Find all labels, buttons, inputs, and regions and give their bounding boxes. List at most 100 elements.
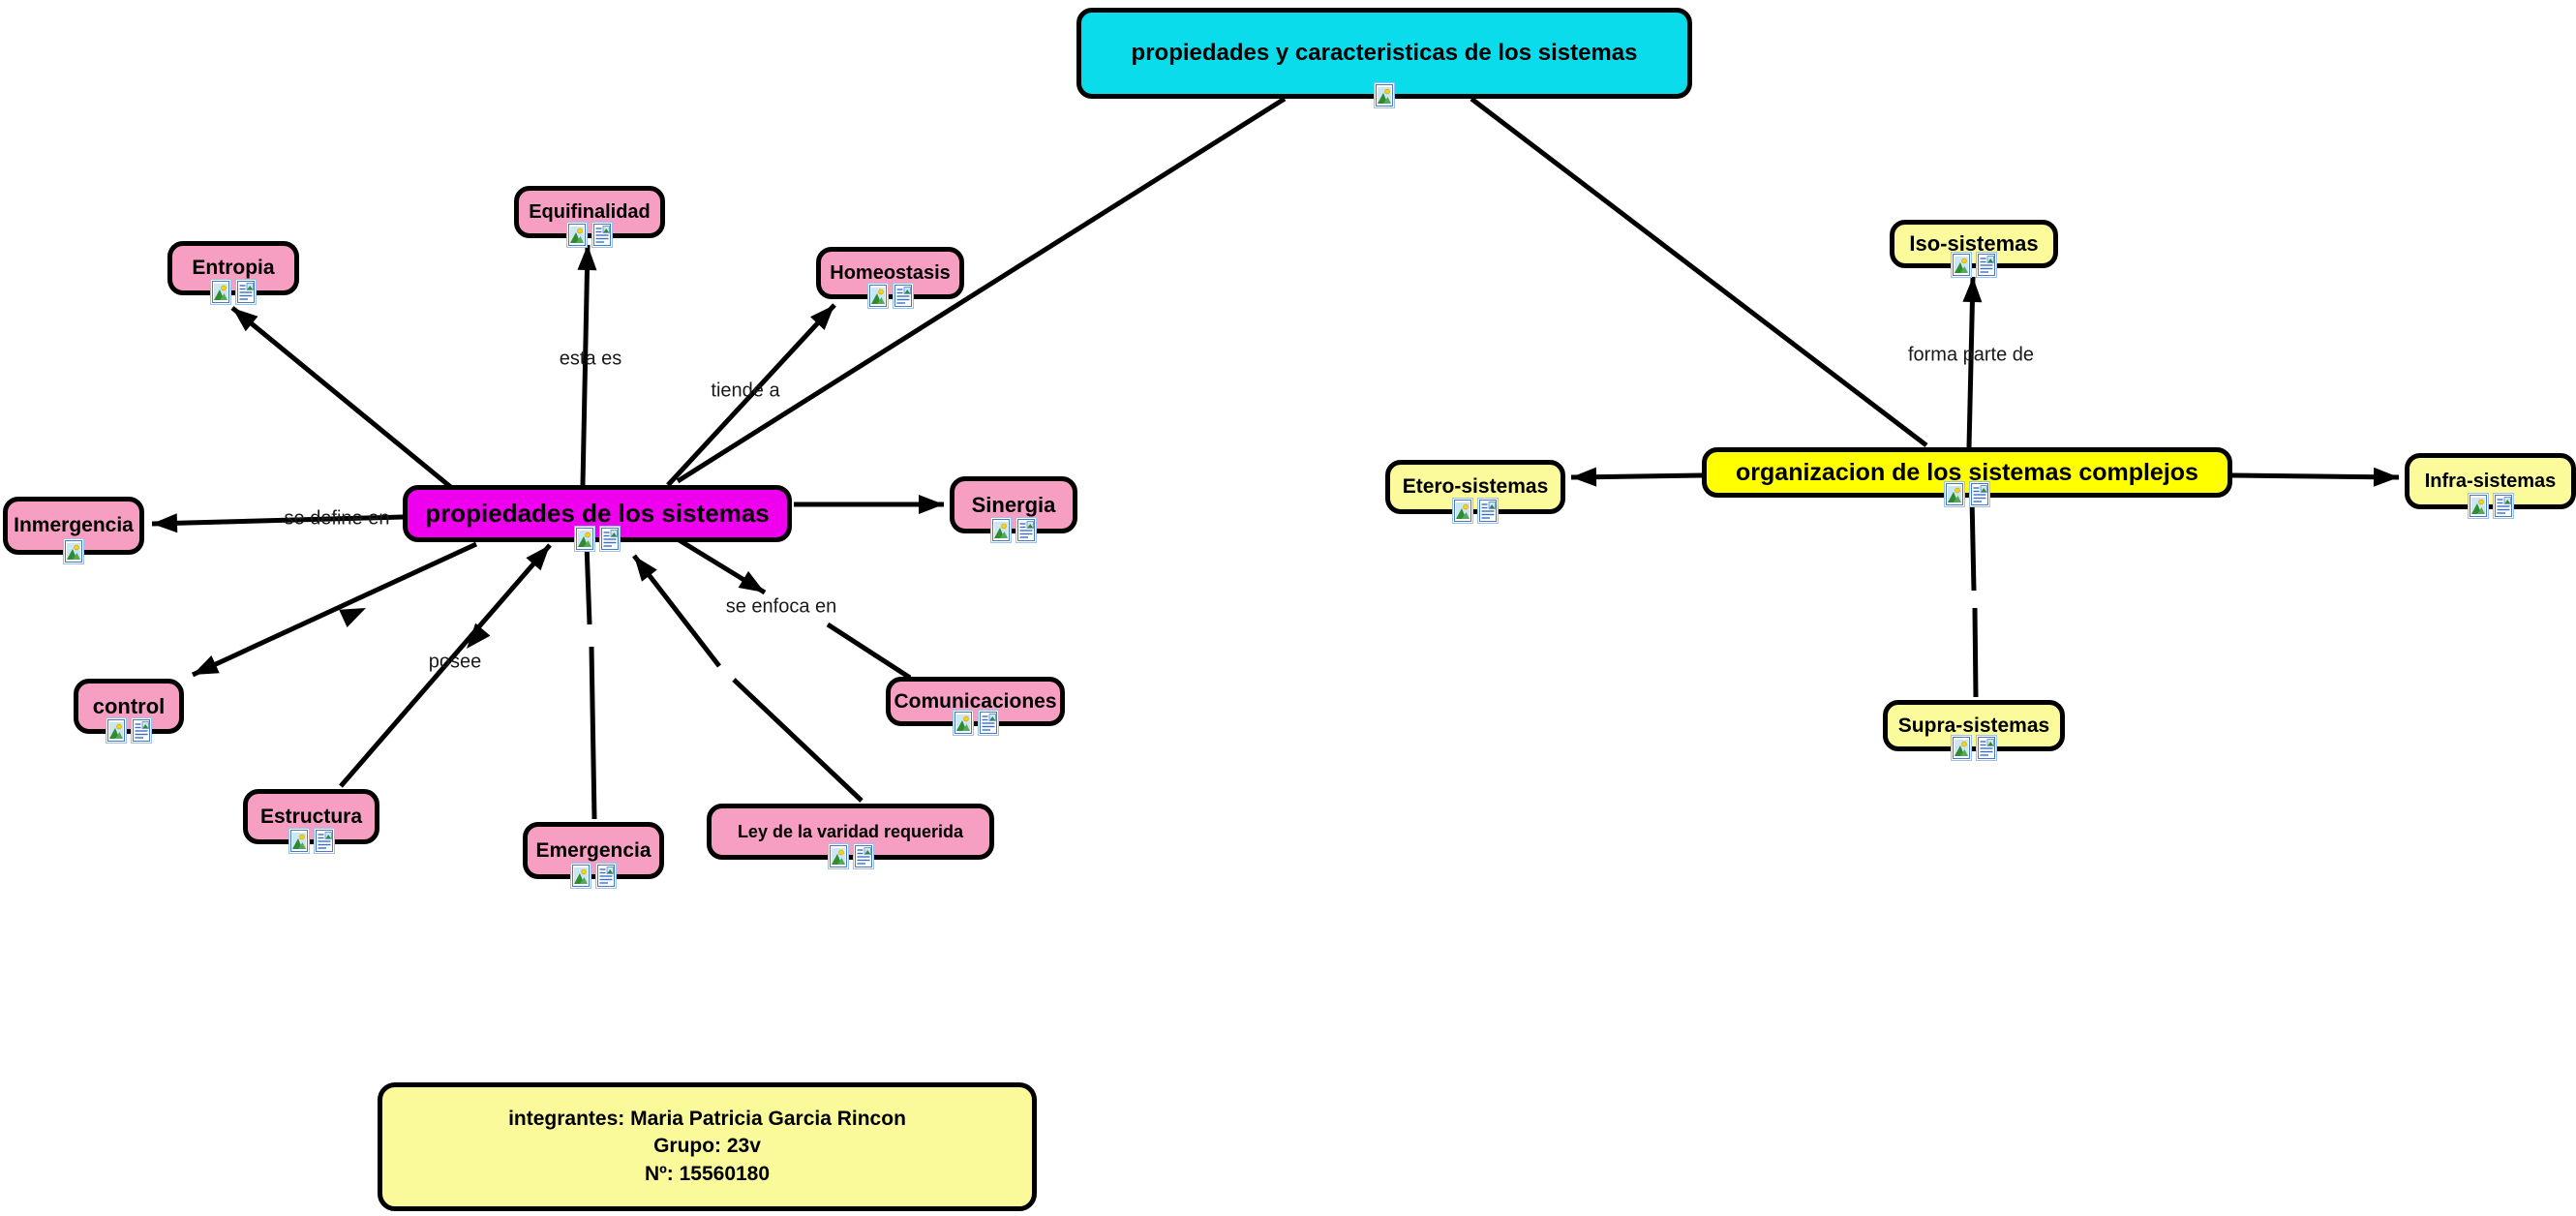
- concept-node-homeostasis[interactable]: Homeostasis: [816, 247, 964, 309]
- link-phrase-propiedades-inmergencia[interactable]: se define en: [284, 507, 390, 530]
- concept-node-etero-sistemas[interactable]: Etero-sistemas: [1385, 460, 1565, 524]
- concept-node-ley-varidad[interactable]: Ley de la varidad requerida: [707, 804, 994, 869]
- link-propiedades-comunicaciones-tail[interactable]: [826, 622, 912, 681]
- text-resource-icon[interactable]: [595, 863, 617, 889]
- concept-label-inmergencia: Inmergencia: [14, 514, 134, 536]
- concept-node-organizacion[interactable]: organizacion de los sistemas complejos: [1702, 447, 2232, 507]
- image-resource-icon[interactable]: [574, 526, 595, 552]
- arrowhead-propiedades-inmergencia: [152, 513, 178, 533]
- resource-icons-comunicaciones: [952, 710, 999, 736]
- arrowhead-estructura-propiedades: [526, 545, 550, 571]
- image-resource-icon[interactable]: [63, 538, 84, 564]
- authors-info-box: integrantes: Maria Patricia Garcia Rinco…: [378, 1082, 1037, 1211]
- image-resource-icon[interactable]: [210, 279, 231, 305]
- text-resource-icon[interactable]: [977, 710, 999, 736]
- concept-node-infra-sistemas[interactable]: Infra-sistemas: [2405, 453, 2576, 519]
- concept-node-propiedades[interactable]: propiedades de los sistemas: [403, 485, 792, 552]
- link-phrase-propiedades-equifinalidad[interactable]: esta es: [559, 348, 622, 370]
- image-resource-icon[interactable]: [570, 863, 591, 889]
- link-phrase-propiedades-homeostasis[interactable]: tiende a: [711, 380, 780, 402]
- concept-node-equifinalidad[interactable]: Equifinalidad: [514, 186, 665, 248]
- concept-node-sinergia[interactable]: Sinergia: [950, 476, 1077, 543]
- concept-node-supra-sistemas[interactable]: Supra-sistemas: [1883, 700, 2065, 761]
- text-resource-icon[interactable]: [1477, 498, 1499, 524]
- image-resource-icon[interactable]: [990, 517, 1012, 543]
- concept-label-control: control: [92, 693, 166, 718]
- image-resource-icon[interactable]: [1944, 481, 1965, 507]
- link-organizacion-infra[interactable]: [2231, 472, 2400, 480]
- link-phrase-propiedades-comunicaciones[interactable]: se enfoca en: [725, 595, 837, 618]
- link-caracteristicas-propiedades[interactable]: [676, 96, 1287, 484]
- resource-icons-supra-sistemas: [1951, 735, 1997, 761]
- arrowhead-propiedades-comunicaciones: [738, 570, 765, 593]
- concept-node-estructura[interactable]: Estructura: [243, 789, 379, 854]
- link-propiedades-emergencia[interactable]: [589, 646, 597, 820]
- link-propiedades-entropia[interactable]: [230, 306, 455, 491]
- text-resource-icon[interactable]: [2492, 493, 2514, 519]
- concept-node-iso-sistemas[interactable]: Iso-sistemas: [1890, 220, 2058, 278]
- concept-node-inmergencia[interactable]: Inmergencia: [3, 497, 144, 564]
- resource-icons-emergencia: [570, 863, 617, 889]
- concept-node-control[interactable]: control: [74, 679, 184, 744]
- resource-icons-ley-varidad: [827, 843, 874, 869]
- link-organizacion-supra[interactable]: [1972, 607, 1979, 698]
- link-estructura-propiedades[interactable]: [339, 543, 552, 788]
- image-resource-icon[interactable]: [1374, 82, 1395, 108]
- text-resource-icon[interactable]: [1976, 252, 1997, 278]
- resource-icons-entropia: [210, 279, 257, 305]
- concept-label-ley-varidad: Ley de la varidad requerida: [737, 821, 964, 841]
- concept-node-comunicaciones[interactable]: Comunicaciones: [886, 677, 1065, 736]
- text-resource-icon[interactable]: [313, 828, 335, 854]
- link-phrase-estructura-propiedades[interactable]: posee: [428, 651, 482, 673]
- info-line-integrantes: integrantes: Maria Patricia Garcia Rinco…: [508, 1107, 906, 1130]
- concept-node-entropia[interactable]: Entropia: [167, 241, 299, 305]
- arrowhead-propiedades-equifinalidad: [577, 245, 597, 271]
- concept-label-estructura: Estructura: [259, 805, 363, 828]
- link-propiedades-equifinalidad[interactable]: [580, 244, 591, 486]
- image-resource-icon[interactable]: [106, 717, 127, 744]
- text-resource-icon[interactable]: [235, 279, 257, 305]
- link-propiedades-emergencia[interactable]: [584, 543, 592, 625]
- image-resource-icon[interactable]: [1951, 252, 1972, 278]
- image-resource-icon[interactable]: [1951, 735, 1972, 761]
- link-propiedades-control[interactable]: [191, 541, 478, 678]
- text-resource-icon[interactable]: [892, 283, 914, 309]
- arrowhead-ley-propiedades: [634, 556, 657, 582]
- text-resource-icon[interactable]: [131, 717, 152, 744]
- link-organizacion-iso[interactable]: [1966, 276, 1976, 448]
- resource-icons-infra-sistemas: [2467, 493, 2514, 519]
- link-caracteristicas-organizacion[interactable]: [1470, 97, 1928, 447]
- link-propiedades-homeostasis[interactable]: [666, 303, 836, 487]
- concept-node-caracteristicas[interactable]: propiedades y caracteristicas de los sis…: [1076, 8, 1692, 108]
- text-resource-icon[interactable]: [1976, 735, 1997, 761]
- text-resource-icon[interactable]: [852, 843, 874, 869]
- resource-icons-inmergencia: [63, 538, 84, 564]
- concept-label-etero-sistemas: Etero-sistemas: [1402, 475, 1549, 498]
- link-phrase-organizacion-iso[interactable]: forma parte de: [1907, 344, 2035, 366]
- text-resource-icon[interactable]: [591, 222, 613, 248]
- image-resource-icon[interactable]: [288, 828, 310, 854]
- image-resource-icon[interactable]: [866, 283, 889, 309]
- image-resource-icon[interactable]: [566, 222, 588, 248]
- concept-node-emergencia[interactable]: Emergencia: [523, 822, 664, 889]
- text-resource-icon[interactable]: [599, 526, 621, 552]
- image-resource-icon[interactable]: [952, 710, 974, 736]
- link-ley-propiedades[interactable]: [732, 678, 864, 803]
- image-resource-icon[interactable]: [827, 843, 849, 869]
- resource-icons-estructura: [288, 828, 335, 854]
- link-organizacion-supra[interactable]: [1969, 497, 1977, 592]
- text-resource-icon[interactable]: [1015, 517, 1037, 543]
- resource-icons-organizacion: [1944, 481, 1990, 507]
- concept-label-emergencia: Emergencia: [535, 838, 652, 862]
- image-resource-icon[interactable]: [2467, 493, 2489, 519]
- arrowhead-propiedades-sinergia: [919, 495, 944, 514]
- image-resource-icon[interactable]: [1452, 498, 1473, 524]
- text-resource-icon[interactable]: [1969, 481, 1990, 507]
- link-propiedades-inmergencia[interactable]: [151, 514, 404, 527]
- concept-label-entropia: Entropia: [192, 257, 275, 279]
- arrowhead-organizacion-etero: [1571, 467, 1597, 487]
- concept-label-supra-sistemas: Supra-sistemas: [1897, 714, 2050, 737]
- concept-label-caracteristicas: propiedades y caracteristicas de los sis…: [1131, 40, 1638, 66]
